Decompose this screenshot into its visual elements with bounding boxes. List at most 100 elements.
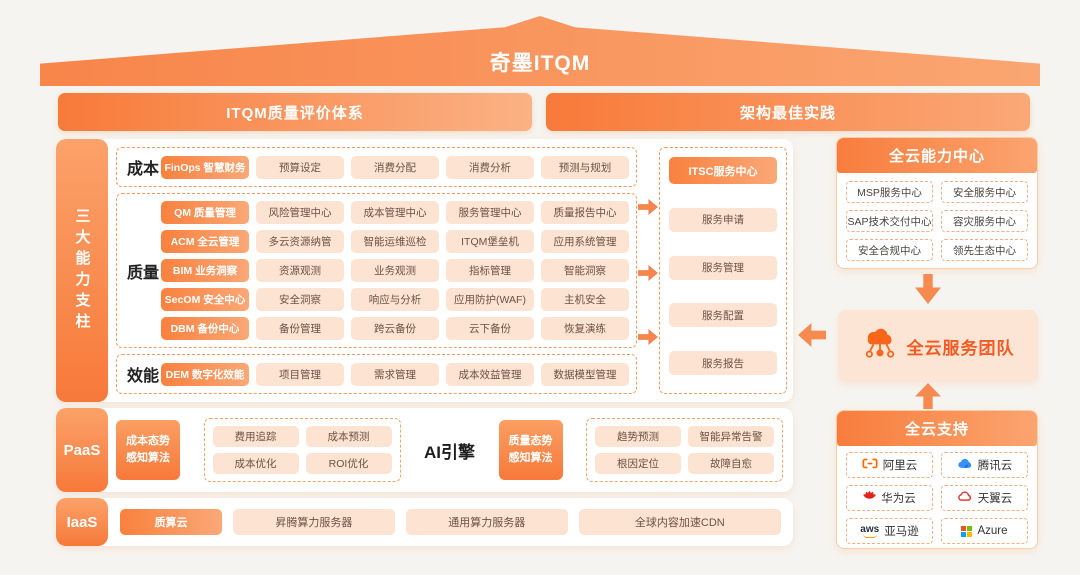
quality-item-pill: 应用系统管理 [541,230,629,253]
quality-lead-pill: DBM 备份中心 [161,317,249,340]
ai-engine-label: AI引擎 [424,442,475,462]
itsc-title-pill: ITSC服务中心 [669,157,777,184]
cost-item-pill: 消费分配 [351,155,439,179]
three-pillars-panel: 三大能力支柱 成本 FinOps 智慧财务 预算设定 消费分配 消费分析 预测与… [56,139,793,402]
cost-item-pill: 预测与规划 [541,155,629,179]
capability-center-title: 全云能力中心 [837,138,1037,173]
iaas-item-pill: 通用算力服务器 [405,509,568,535]
sidebar-pillars-label: 三大能力支柱 [73,207,91,334]
provider-azure: Azure [941,518,1028,544]
cloud-support-title: 全云支持 [837,411,1037,446]
service-team-title: 全云服务团队 [906,338,1015,358]
quality-algo-pills: 趋势预测 智能异常告警 根因定位 故障自愈 [586,418,783,482]
quality-item-pill: 智能洞察 [541,259,629,282]
quality-item-pill: 备份管理 [256,317,344,340]
sidebar-pillars-strip: 三大能力支柱 [56,139,108,402]
capability-item: 安全合规中心 [846,239,933,261]
quality-item-pill: 主机安全 [541,288,629,311]
paas-content: 成本态势感知算法 费用追踪 成本预测 成本优化 ROI优化 AI引擎 质量态势感… [108,408,793,492]
huawei-cloud-icon [863,491,876,505]
quality-label: 质量 [126,264,159,282]
efficiency-lead-pill: DEM 数字化效能 [161,362,249,386]
itsc-item-pill: 服务报告 [669,351,777,375]
quality-section: 质量 QM 质量管理 风险管理中心 成本管理中心 服务管理中心 质量报告中心 A… [116,193,637,348]
cloud-service-team-card: 全云服务团队 [838,310,1038,382]
iaas-panel: IaaS 质算云 昇腾算力服务器 通用算力服务器 全球内容加速CDN [56,498,793,546]
quality-item-pill: 成本管理中心 [351,201,439,224]
flow-arrows-column [637,147,659,394]
algo-pill: 成本优化 [212,453,299,474]
quality-algo-box: 质量态势感知算法 [498,420,563,480]
quality-item-pill: 响应与分析 [351,288,439,311]
efficiency-label: 效能 [126,368,159,385]
algo-pill: 根因定位 [595,453,681,474]
cloud-capability-center-card: 全云能力中心 MSP服务中心 安全服务中心 SAP技术交付中心 容灾服务中心 安… [836,137,1038,269]
efficiency-item-pill: 需求管理 [351,362,439,386]
header-best-practice: 架构最佳实践 [546,93,1030,131]
tencent-cloud-icon [957,458,973,472]
paas-panel: PaaS 成本态势感知算法 费用追踪 成本预测 成本优化 ROI优化 AI引擎 … [56,408,793,492]
sidebar-iaas-label: IaaS [66,513,98,531]
cost-algo-box: 成本态势感知算法 [116,420,180,480]
quality-item-pill: 指标管理 [446,259,534,282]
quality-item-pill: 智能运维巡检 [351,230,439,253]
cost-item-pill: 预算设定 [256,155,344,179]
cost-section: 成本 FinOps 智慧财务 预算设定 消费分配 消费分析 预测与规划 [116,147,637,187]
header-left-label: ITQM质量评价体系 [226,104,364,122]
capability-item: 领先生态中心 [941,239,1028,261]
sidebar-paas-strip: PaaS [56,408,108,492]
algo-pill: 费用追踪 [212,426,299,447]
quality-item-pill: 业务观测 [351,259,439,282]
roof-banner: 奇墨ITQM [40,16,1040,86]
provider-huawei-cloud: 华为云 [846,485,933,511]
iaas-item-pill: 全球内容加速CDN [578,509,781,535]
quality-item-pill: 云下备份 [446,317,534,340]
capability-item: 容灾服务中心 [941,210,1028,232]
quality-item-pill: 服务管理中心 [446,201,534,224]
algo-pill: 智能异常告警 [688,426,774,447]
azure-icon [961,525,973,537]
flow-arrow-up-icon [915,383,941,409]
cost-label: 成本 [126,161,159,178]
flow-arrow-left-icon [798,323,826,347]
aws-icon: aws [860,524,879,538]
quality-item-pill: 恢复演练 [541,317,629,340]
pillars-content: 成本 FinOps 智慧财务 预算设定 消费分配 消费分析 预测与规划 质量 Q… [108,139,793,402]
provider-alibaba-cloud: 阿里云 [846,452,933,478]
diagram-title: 奇墨ITQM [489,52,591,75]
flow-arrow-down-icon [915,274,941,304]
cost-lead-pill: FinOps 智慧财务 [161,155,249,179]
quality-lead-pill: SecOM 安全中心 [161,288,249,311]
sidebar-iaas-strip: IaaS [56,498,108,546]
quality-item-pill: 应用防护(WAF) [446,288,534,311]
quality-item-pill: 资源观测 [256,259,344,282]
iaas-item-pill: 昇腾算力服务器 [233,509,395,535]
iaas-lead-pill: 质算云 [120,509,222,535]
quality-lead-pill: BIM 业务洞察 [161,259,249,282]
cost-algo-pills: 费用追踪 成本预测 成本优化 ROI优化 [203,418,401,482]
alibaba-cloud-icon [862,458,878,472]
quality-item-pill: ITQM堡垒机 [446,230,534,253]
quality-item-pill: 安全洞察 [256,288,344,311]
efficiency-section: 效能 DEM 数字化效能 项目管理 需求管理 成本效益管理 数据模型管理 [116,354,637,394]
capability-item: MSP服务中心 [846,181,933,203]
itsc-item-pill: 服务管理 [669,255,777,280]
quality-item-pill: 多云资源纳管 [256,230,344,253]
efficiency-item-pill: 数据模型管理 [541,362,629,386]
ctyun-cloud-icon [957,491,973,505]
algo-pill: 成本预测 [305,426,392,447]
itsc-item-pill: 服务配置 [669,303,777,328]
efficiency-item-pill: 成本效益管理 [446,362,534,386]
cloud-network-icon [862,327,898,365]
itsc-item-pill: 服务申请 [669,207,777,232]
provider-ctyun-cloud: 天翼云 [941,485,1028,511]
cloud-support-card: 全云支持 阿里云 [836,410,1038,549]
provider-amazon: aws 亚马逊 [846,518,933,544]
provider-tencent-cloud: 腾讯云 [941,452,1028,478]
flow-arrow-right-icon [638,199,658,215]
cost-item-pill: 消费分析 [446,155,534,179]
itsc-service-center: ITSC服务中心 服务申请 服务管理 服务配置 服务报告 [659,147,787,394]
sidebar-paas-label: PaaS [63,441,101,459]
quality-item-pill: 风险管理中心 [256,201,344,224]
